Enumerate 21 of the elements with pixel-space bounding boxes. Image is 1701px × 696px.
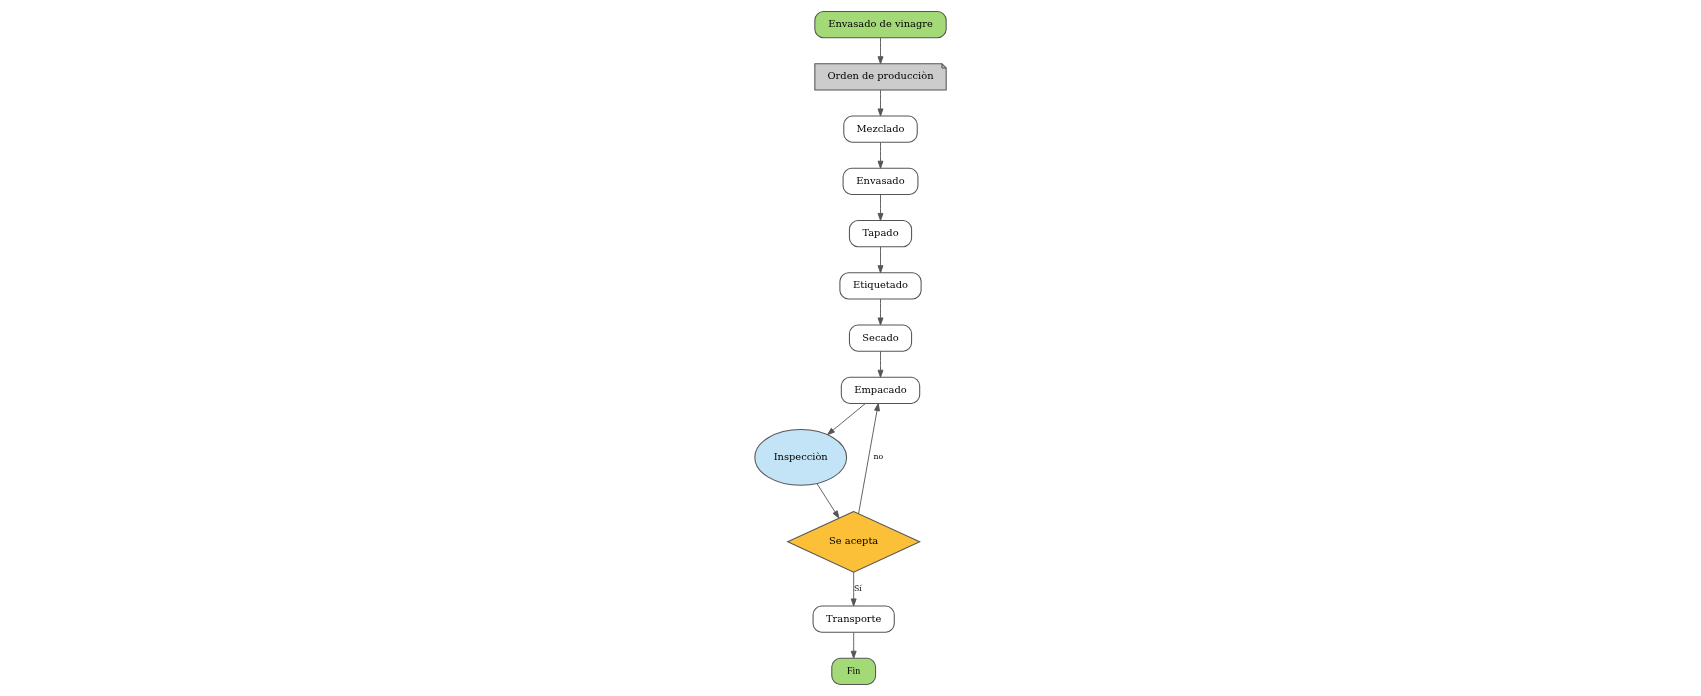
node-box: Secado — [848, 324, 913, 352]
node-box: Envasado de vinagre — [814, 11, 947, 39]
arrow — [877, 141, 884, 169]
node-box: Transporte — [812, 605, 895, 633]
node-box: Envasado — [842, 167, 919, 195]
node-box: Tapado — [848, 220, 913, 248]
arrow — [850, 631, 857, 659]
arrow — [877, 350, 884, 378]
arrow — [877, 298, 884, 326]
node-box: Etiquetado — [839, 272, 922, 300]
arrow — [850, 571, 857, 607]
arrow — [877, 246, 884, 274]
arrow — [877, 194, 884, 221]
arrow — [877, 37, 884, 65]
arrow — [858, 403, 880, 515]
node-box: Fin — [831, 657, 877, 685]
arrow — [827, 403, 866, 436]
node-box: Mezclado — [843, 115, 918, 143]
arrow — [877, 89, 884, 117]
node-box: Empacado — [840, 376, 921, 404]
arrow — [816, 483, 840, 519]
